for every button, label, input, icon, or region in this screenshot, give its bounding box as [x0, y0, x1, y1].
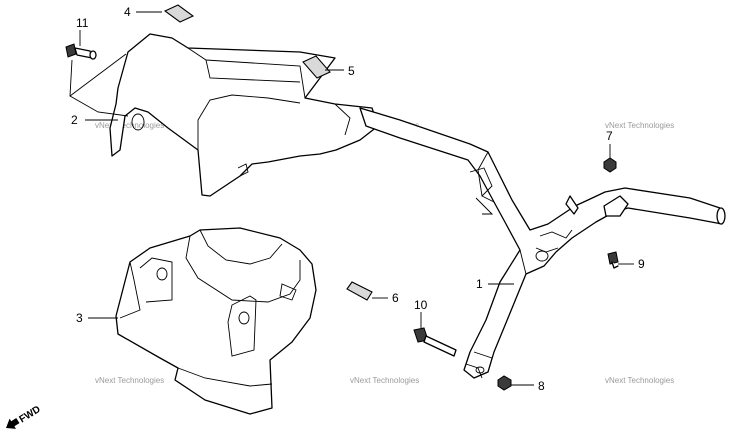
callout-4: 4: [124, 5, 131, 19]
callout-7: 7: [606, 129, 613, 143]
nut-7[interactable]: [603, 157, 617, 173]
callout-6: 6: [392, 291, 399, 305]
forward-direction-indicator: FWD: [6, 404, 43, 429]
bolt-9[interactable]: [65, 43, 97, 60]
decal-5[interactable]: [302, 55, 331, 79]
handlebar-part[interactable]: [359, 107, 726, 379]
fwd-label: FWD: [17, 404, 42, 425]
upper-cover-part[interactable]: [109, 33, 379, 197]
callout-2: 2: [71, 113, 78, 127]
callout-5: 5: [348, 64, 355, 78]
screw-10[interactable]: [607, 251, 619, 269]
leader-lines: [69, 11, 634, 386]
watermark-1: vNext Technologies: [95, 121, 164, 130]
callout-9: 11: [76, 16, 89, 30]
watermark-3: vNext Technologies: [605, 121, 674, 130]
callout-11: 10: [414, 298, 428, 312]
forward-arrow-icon: [6, 418, 20, 429]
watermark-4: vNext Technologies: [95, 376, 164, 385]
callout-8: 8: [538, 379, 545, 393]
lower-cover-part[interactable]: [115, 227, 317, 415]
decal-4[interactable]: [163, 4, 195, 23]
watermark-6: vNext Technologies: [605, 376, 674, 385]
watermark-5: vNext Technologies: [350, 376, 419, 385]
nut-8[interactable]: [497, 375, 512, 391]
callout-10: 9: [638, 257, 645, 271]
callout-3: 3: [76, 311, 83, 325]
decal-6[interactable]: [346, 281, 373, 301]
callouts: 11 2 4 5 3 6 1 7 9 10 8: [71, 5, 645, 393]
callout-1: 1: [476, 277, 483, 291]
bolt-11[interactable]: [413, 327, 457, 357]
